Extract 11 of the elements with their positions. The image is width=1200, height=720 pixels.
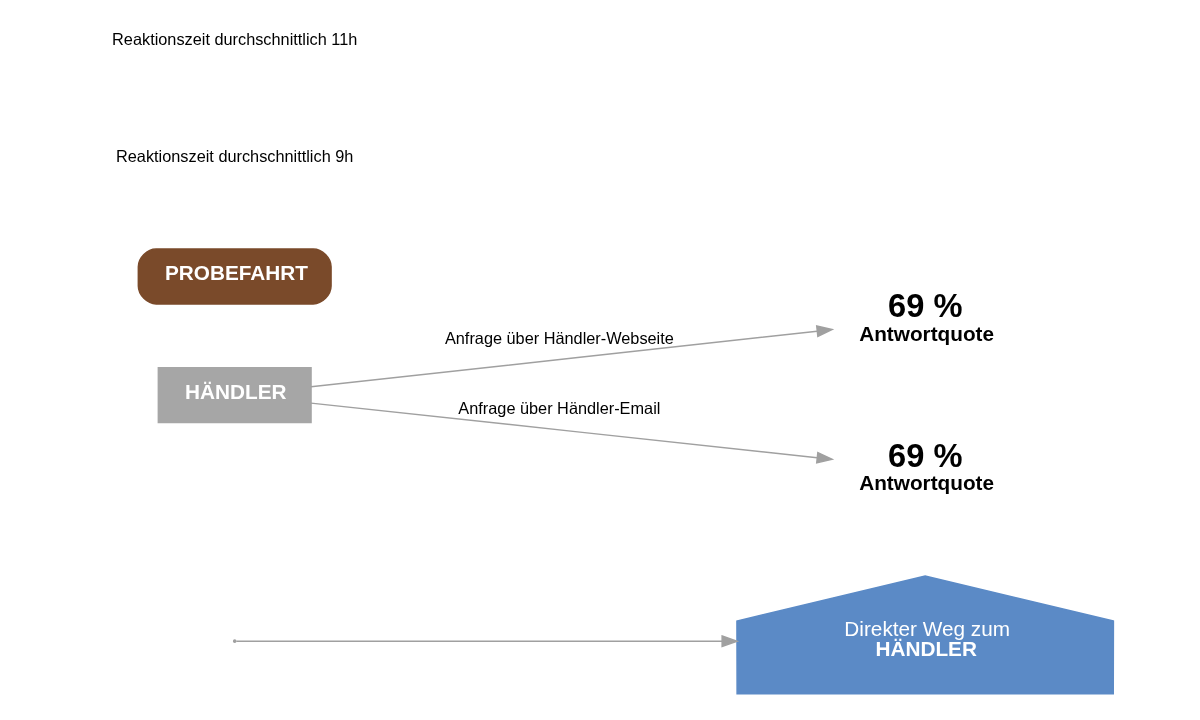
label: Reaktionszeit durchschnittlich 9h bbox=[115, 147, 353, 166]
node-box: PROBEFAHRT bbox=[137, 248, 332, 305]
label: Reaktionszeit durchschnittlich 11h bbox=[111, 29, 357, 48]
node-text: 69 % Antwortquote bbox=[858, 437, 994, 495]
node-text: 69 % Antwortquote bbox=[858, 287, 994, 345]
edge-label: Anfrage über Händler-Webseite bbox=[444, 329, 674, 348]
edge-label: Anfrage über Händler-Email bbox=[457, 399, 660, 418]
arrow bbox=[235, 634, 739, 648]
node-box: HÄNDLER bbox=[157, 366, 312, 424]
arrow bbox=[309, 325, 834, 388]
arrow bbox=[309, 402, 834, 464]
